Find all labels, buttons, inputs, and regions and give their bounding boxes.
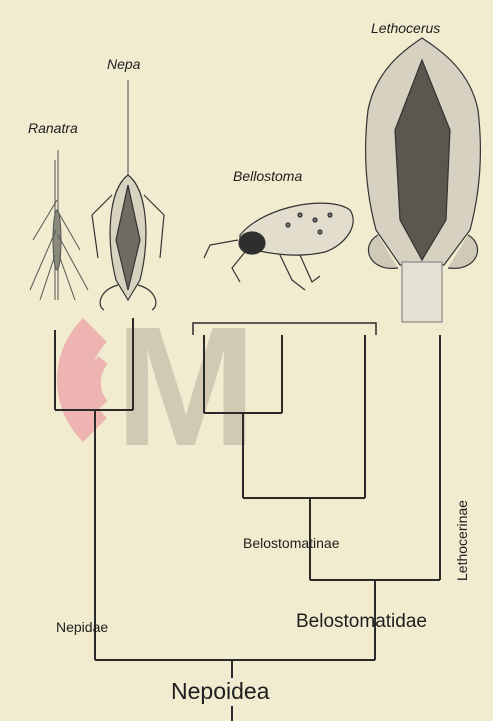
- watermark: M: [74, 292, 257, 482]
- label-nepa: Nepa: [107, 56, 140, 72]
- label-belostomatidae: Belostomatidae: [296, 611, 427, 633]
- label-belostomatinae: Belostomatinae: [243, 535, 340, 551]
- label-nepoidea: Nepoidea: [171, 678, 269, 705]
- label-lethocerinae: Lethocerinae: [454, 500, 470, 581]
- label-nepidae: Nepidae: [56, 619, 108, 635]
- watermark-arc-inner: [95, 360, 103, 405]
- nepa-illustration: [92, 80, 164, 310]
- watermark-letter: M: [115, 292, 257, 482]
- ranatra-illustration: [30, 150, 88, 300]
- label-bellostoma: Bellostoma: [233, 168, 302, 184]
- bellostoma-illustration: [204, 203, 353, 290]
- label-lethocerus: Lethocerus: [371, 20, 440, 36]
- lethocerus-illustration: [366, 38, 481, 322]
- label-ranatra: Ranatra: [28, 120, 78, 136]
